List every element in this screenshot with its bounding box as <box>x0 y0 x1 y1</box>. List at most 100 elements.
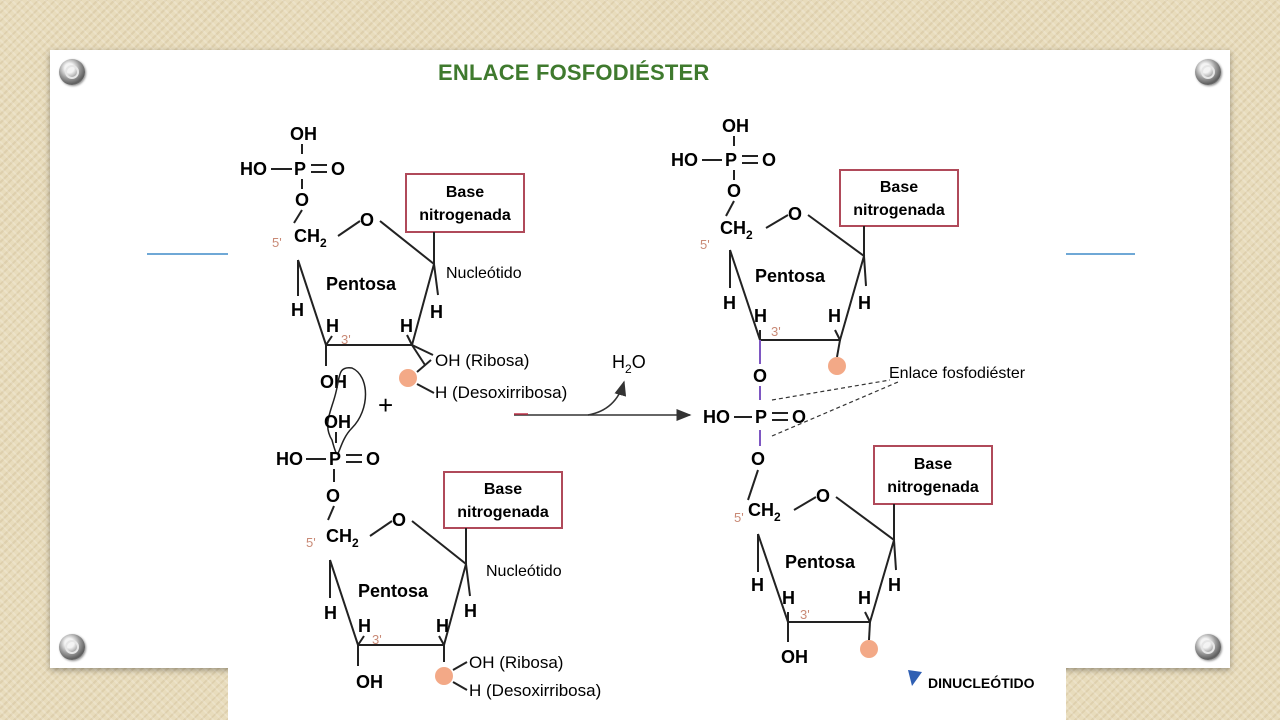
phosphate-oh: OH <box>290 124 317 144</box>
triangle-pointer-icon <box>908 670 922 686</box>
pentose-label: Pentosa <box>785 552 856 572</box>
nucleotide-bottom-left: OH HO P O O 5' CH2 O Pentosa Base nitrog… <box>276 412 601 700</box>
c2-marker <box>860 640 878 658</box>
ribose-oh-label: OH (Ribosa) <box>435 351 529 370</box>
phosphate-ho: HO <box>671 150 698 170</box>
phosphate-ho: HO <box>703 407 730 427</box>
h-atom: H <box>723 293 736 313</box>
deoxyribose-h-label: H (Desoxirribosa) <box>435 383 567 402</box>
dinucleotide-top-unit: OH HO P O O 5' CH2 O Pentosa Base nitrog… <box>671 116 959 400</box>
five-prime-label: 5' <box>734 510 744 525</box>
phosphate-o: O <box>331 159 345 179</box>
bridge-o-bottom: O <box>751 449 765 469</box>
h-atom: H <box>430 302 443 322</box>
h-atom: H <box>358 616 371 636</box>
nucleotide-label: Nucleótido <box>486 563 562 580</box>
pentose-label: Pentosa <box>326 274 397 294</box>
three-prime-label: 3' <box>771 324 781 339</box>
reaction-diagram: OH HO P O O 5' CH2 O Pentosa Base nitrog… <box>240 116 1035 700</box>
reaction-arrow: H2O <box>514 352 692 421</box>
base-box <box>839 169 959 227</box>
ester-o: O <box>295 190 309 210</box>
c2-marker <box>828 357 846 375</box>
phosphodiester-bridge: HO P O O Enlace fosfodiéster <box>703 365 1026 469</box>
ch2-group: CH2 <box>748 500 781 524</box>
page-title: ENLACE FOSFODIÉSTER <box>438 60 710 85</box>
phosphorus-atom: P <box>725 150 737 170</box>
three-prime-label: 3' <box>372 632 382 647</box>
h-atom: H <box>326 316 339 336</box>
pushpin-icon <box>1195 634 1221 660</box>
h-atom: H <box>828 306 841 326</box>
h-atom: H <box>400 316 413 336</box>
h-atom: H <box>754 306 767 326</box>
h-atom: H <box>324 603 337 623</box>
divider-line-right <box>1066 253 1135 255</box>
c2-marker <box>399 369 417 387</box>
five-prime-label: 5' <box>306 535 316 550</box>
dinucleotide-label: DINUCLEÓTIDO <box>928 674 1035 691</box>
ring-oxygen: O <box>392 510 406 530</box>
base-label-line1: Base <box>880 179 918 196</box>
base-label-line1: Base <box>914 456 952 473</box>
phosphate-ho: HO <box>240 159 267 179</box>
nucleotide-label: Nucleótido <box>446 265 522 282</box>
three-prime-label: 3' <box>800 607 810 622</box>
phosphate-ho: HO <box>276 449 303 469</box>
h-atom: H <box>858 588 871 608</box>
h-atom: H <box>291 300 304 320</box>
base-label-line2: nitrogenada <box>887 479 979 496</box>
base-box <box>873 445 993 505</box>
pushpin-icon <box>59 634 85 660</box>
three-prime-oh: OH <box>320 372 347 392</box>
phosphate-oh: OH <box>324 412 351 432</box>
pentose-label: Pentosa <box>358 581 429 601</box>
h-atom: H <box>464 601 477 621</box>
divider-line-left <box>147 253 228 255</box>
phosphorus-atom: P <box>755 407 767 427</box>
condensation-loop <box>327 367 367 455</box>
h-atom: H <box>436 616 449 636</box>
base-label-line2: nitrogenada <box>419 207 511 224</box>
dinucleotide-bottom-unit: 5' CH2 O Pentosa Base nitrogenada H H H … <box>734 445 993 667</box>
ch2-group: CH2 <box>326 526 359 550</box>
phosphate-o: O <box>366 449 380 469</box>
ch2-group: CH2 <box>294 226 327 250</box>
base-label-line2: nitrogenada <box>457 504 549 521</box>
three-prime-label: 3' <box>341 332 351 347</box>
phosphorus-atom: P <box>329 449 341 469</box>
deoxyribose-h-label: H (Desoxirribosa) <box>469 681 601 700</box>
phosphate-o: O <box>762 150 776 170</box>
phosphodiester-figure: OH HO P O O 5' CH2 O Pentosa Base nitrog… <box>228 110 1066 720</box>
c2-marker <box>435 667 453 685</box>
five-prime-label: 5' <box>272 235 282 250</box>
h-atom: H <box>858 293 871 313</box>
pentose-label: Pentosa <box>755 266 826 286</box>
phosphodiester-bond-label: Enlace fosfodiéster <box>889 365 1026 382</box>
phosphate-o: O <box>792 407 806 427</box>
ch2-group: CH2 <box>720 218 753 242</box>
ring-oxygen: O <box>816 486 830 506</box>
pushpin-icon <box>1195 59 1221 85</box>
base-box <box>443 471 563 529</box>
pushpin-icon <box>59 59 85 85</box>
base-box <box>405 173 525 233</box>
three-prime-oh: OH <box>781 647 808 667</box>
phosphorus-atom: P <box>294 159 306 179</box>
ester-o: O <box>727 181 741 201</box>
ring-oxygen: O <box>360 210 374 230</box>
base-label-line1: Base <box>446 184 484 201</box>
phosphate-oh: OH <box>722 116 749 136</box>
h-atom: H <box>751 575 764 595</box>
plus-sign: + <box>378 390 393 420</box>
ring-oxygen: O <box>788 204 802 224</box>
five-prime-label: 5' <box>700 237 710 252</box>
three-prime-oh: OH <box>356 672 383 692</box>
water-label: H2O <box>612 352 646 376</box>
nucleotide-top-left: OH HO P O O 5' CH2 O Pentosa Base nitrog… <box>240 124 567 402</box>
base-label-line2: nitrogenada <box>853 202 945 219</box>
ribose-oh-label: OH (Ribosa) <box>469 653 563 672</box>
bridge-o-top: O <box>753 366 767 386</box>
ester-o: O <box>326 486 340 506</box>
dinucleotide-caption: DINUCLEÓTIDO <box>908 670 1035 691</box>
